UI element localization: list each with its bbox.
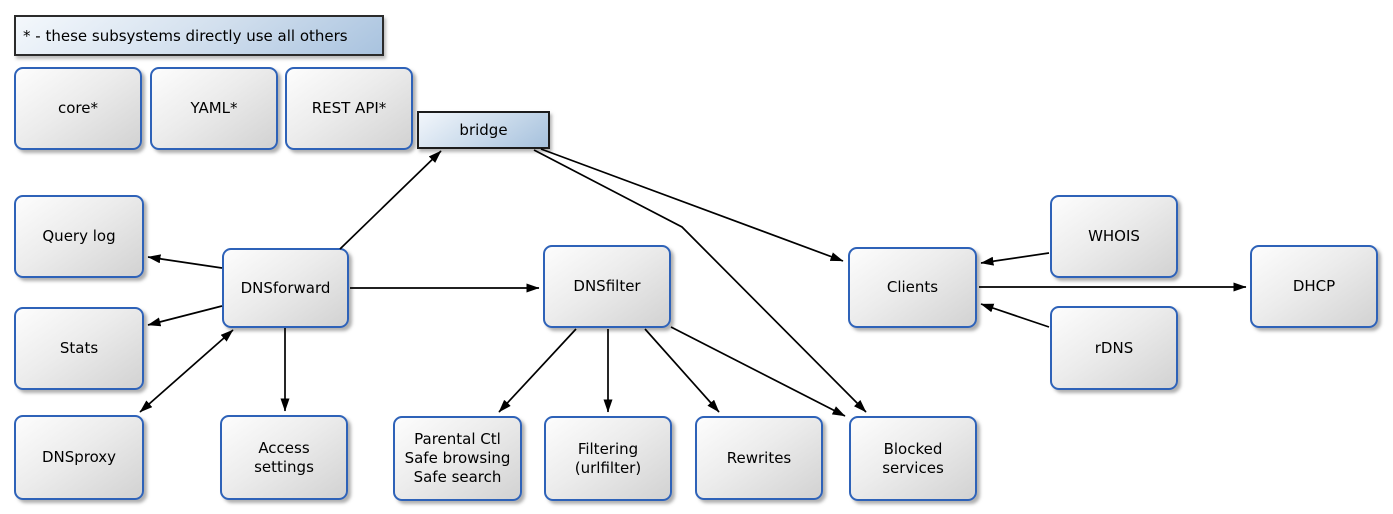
node-parental: Parental Ctl Safe browsing Safe search	[393, 416, 522, 501]
legend-box: * - these subsystems directly use all ot…	[14, 15, 384, 56]
node-dnsforward: DNSforward	[222, 248, 349, 328]
node-query-log: Query log	[14, 195, 144, 278]
node-clients: Clients	[848, 247, 977, 328]
node-filtering: Filtering (urlfilter)	[544, 416, 672, 501]
edge-dnsforward-querylog	[147, 254, 223, 269]
edge-dnsforward-dnsproxy	[139, 329, 234, 413]
edge-dnsforward-bridge	[339, 150, 442, 250]
node-whois: WHOIS	[1050, 195, 1178, 278]
node-rdns: rDNS	[1050, 306, 1178, 390]
edge-whois-clients	[980, 252, 1050, 266]
edge-dnsfilter-blocked	[670, 326, 846, 417]
node-access-settings: Access settings	[220, 415, 348, 500]
edge-rdns-clients	[980, 303, 1050, 328]
node-dnsproxy: DNSproxy	[14, 415, 144, 500]
node-core: core*	[14, 67, 142, 150]
edge-dnsforward-stats	[147, 305, 223, 327]
node-dnsfilter: DNSfilter	[543, 245, 671, 328]
node-rewrites: Rewrites	[695, 416, 823, 500]
node-dhcp: DHCP	[1250, 245, 1378, 328]
edge-dnsfilter-rewrites	[644, 328, 720, 413]
node-bridge: bridge	[417, 111, 550, 149]
edge-dnsfilter-parental	[498, 328, 577, 413]
node-blocked-services: Blocked services	[849, 416, 977, 501]
node-yaml: YAML*	[150, 67, 278, 150]
node-rest-api: REST API*	[285, 67, 413, 150]
node-stats: Stats	[14, 307, 144, 390]
